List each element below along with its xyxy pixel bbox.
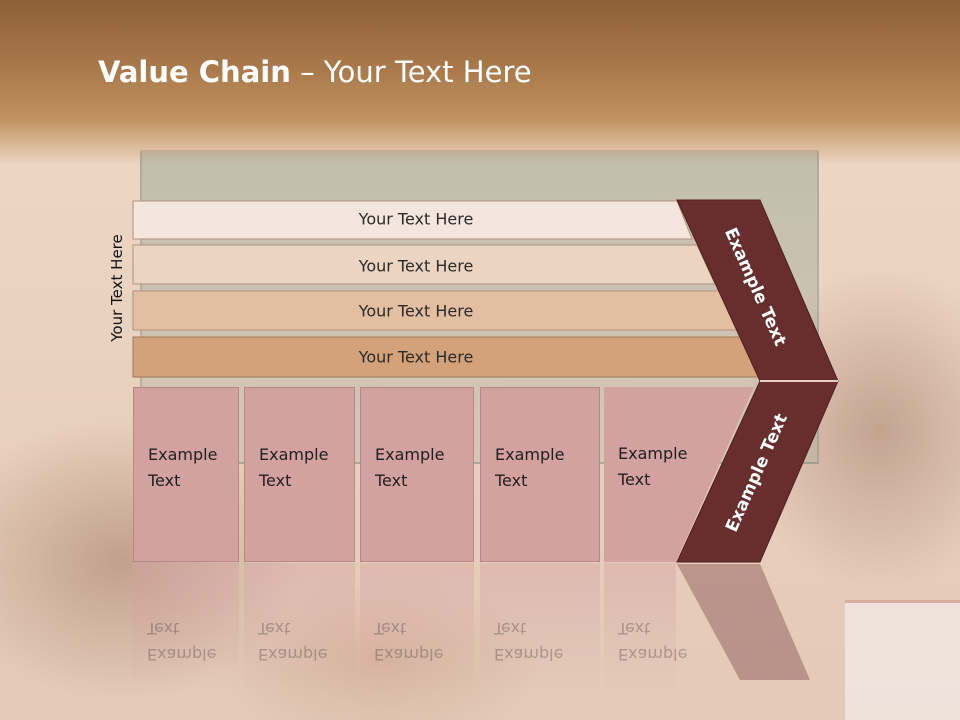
band-text-4: Your Text Here bbox=[358, 347, 474, 367]
band-text-2: Your Text Here bbox=[358, 256, 474, 276]
box-reflection-2-text: Example Text bbox=[258, 619, 328, 664]
activity-box-4-text: Example Text bbox=[495, 445, 565, 490]
activity-box-4: Example Text bbox=[480, 387, 600, 562]
activity-box-5-text: Example Text bbox=[618, 444, 688, 489]
slide-title: Value Chain – Your Text Here bbox=[98, 55, 532, 89]
box-reflection-5: Example Text bbox=[604, 563, 687, 693]
box-reflection-5-text: Example Text bbox=[618, 619, 688, 664]
background-desk bbox=[845, 600, 960, 720]
activity-box-3-text: Example Text bbox=[375, 445, 445, 490]
activity-box-3: Example Text bbox=[360, 387, 474, 562]
box-reflection-4-text: Example Text bbox=[494, 619, 564, 664]
box-reflection-2: Example Text bbox=[244, 563, 355, 693]
box-reflection-1: Example Text bbox=[133, 563, 239, 693]
box-reflection-1-text: Example Text bbox=[147, 619, 217, 664]
activity-box-2: Example Text bbox=[244, 387, 355, 562]
band-text-3: Your Text Here bbox=[358, 301, 474, 321]
band-text-1: Your Text Here bbox=[358, 209, 474, 229]
box-reflection-3-text: Example Text bbox=[374, 619, 444, 664]
title-bar bbox=[0, 0, 960, 165]
box-reflection-4: Example Text bbox=[480, 563, 600, 693]
activity-box-1-text: Example Text bbox=[148, 445, 218, 490]
title-bold: Value Chain bbox=[98, 55, 291, 89]
activity-box-1: Example Text bbox=[133, 387, 239, 562]
band-1 bbox=[132, 200, 693, 240]
activity-box-2-text: Example Text bbox=[259, 445, 329, 490]
title-rest: – Your Text Here bbox=[290, 55, 532, 89]
box-reflection-3: Example Text bbox=[360, 563, 474, 693]
chevron-reflection bbox=[677, 564, 810, 680]
